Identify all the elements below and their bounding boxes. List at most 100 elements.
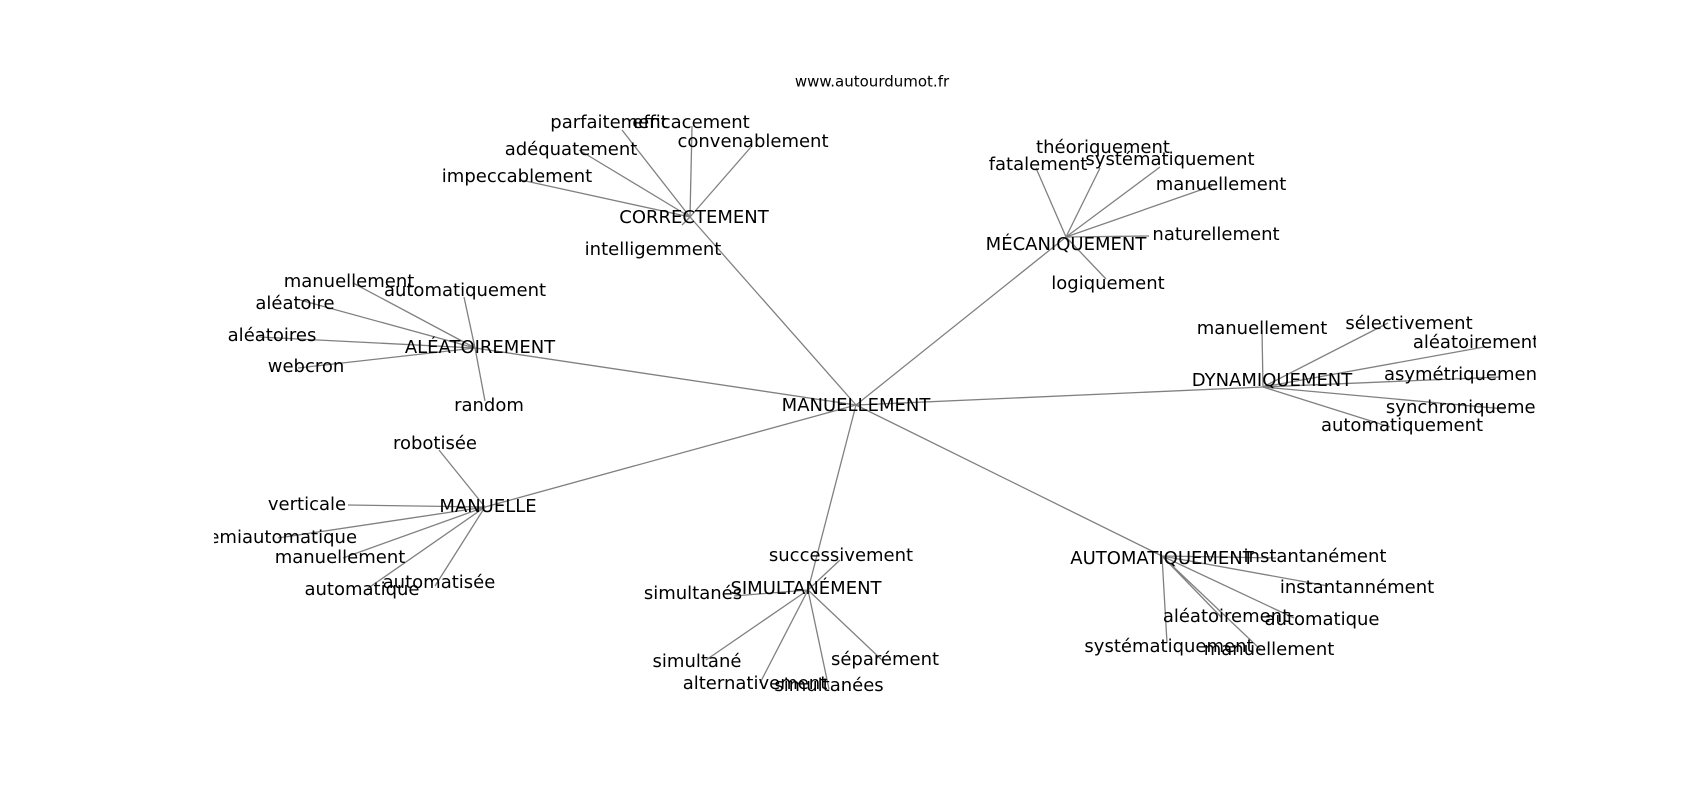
edge-leaf-0-2: [689, 146, 752, 218]
hub-label: ALÉATOIREMENT: [405, 336, 556, 358]
edge-leaf-6-1: [1161, 555, 1329, 587]
edge-leaf-4-3: [342, 506, 486, 559]
leaf-label: théoriquement: [1036, 137, 1170, 158]
leaf-label: naturellement: [1152, 224, 1279, 245]
center-label: MANUELLEMENT: [782, 395, 932, 416]
leaf-label: automatique: [1264, 609, 1379, 630]
leaf-label: séparément: [831, 649, 939, 670]
edge-leaf-6-3: [1161, 555, 1295, 619]
edge-leaf-5-5: [807, 589, 830, 690]
edge-center-5: [807, 404, 857, 591]
leaf-label: verticale: [268, 494, 346, 515]
edge-leaf-1-2: [1065, 166, 1161, 238]
edges: [258, 125, 1506, 690]
edge-leaf-3-1: [1262, 322, 1389, 388]
edge-leaf-3-5: [1262, 386, 1391, 428]
leaf-label: manuellement: [1156, 174, 1287, 195]
edge-leaf-4-5: [366, 506, 486, 590]
leaf-label: manuellement: [284, 271, 415, 292]
leaf-label: instantannément: [1280, 577, 1434, 598]
leaf-label: simultané: [653, 651, 742, 672]
edge-leaf-3-2: [1262, 346, 1485, 388]
leaf-label: automatisée: [383, 572, 496, 593]
leaf-label: manuellement: [1197, 318, 1328, 339]
edge-leaf-0-3: [578, 149, 691, 218]
leaf-label: aléatoire: [255, 293, 334, 314]
edge-leaf-1-4: [1065, 235, 1150, 238]
hub-label: DYNAMIQUEMENT: [1192, 370, 1354, 391]
leaf-label: impeccablement: [442, 166, 592, 187]
edge-leaf-2-5: [474, 347, 486, 402]
site-label: www.autourdumot.fr: [795, 73, 950, 91]
leaf-label: aléatoires: [228, 325, 317, 346]
leaf-label: robotisée: [393, 433, 477, 454]
leaf-label: automatiquement: [1321, 415, 1483, 436]
hub-label: MANUELLE: [439, 496, 536, 517]
edge-leaf-4-2: [277, 506, 486, 539]
edge-center-4: [484, 404, 857, 508]
leaf-label: instantanément: [1244, 546, 1387, 567]
leaf-label: asymétriquement: [1384, 364, 1544, 385]
edge-center-2: [474, 347, 857, 406]
edge-leaf-0-5: [681, 216, 691, 226]
edge-leaf-5-4: [759, 589, 809, 684]
leaf-label: systématiquement: [1085, 149, 1254, 170]
edge-leaf-4-4: [434, 506, 486, 587]
edge-leaf-0-0: [621, 129, 691, 218]
edge-leaf-1-1: [1035, 167, 1067, 238]
leaf-label: efficacement: [632, 112, 749, 133]
leaf-label: logiquement: [1051, 273, 1164, 294]
edge-leaf-5-3: [807, 589, 884, 662]
leaf-label: adéquatement: [505, 139, 638, 160]
edge-leaf-6-5: [1161, 555, 1262, 651]
edge-center-1: [855, 236, 1067, 406]
leaf-label: parfaitement: [550, 112, 667, 133]
edge-leaf-2-3: [258, 336, 476, 349]
edge-leaf-3-3: [1262, 376, 1501, 388]
edge-leaf-4-1: [347, 504, 486, 508]
edge-center-6: [855, 404, 1163, 557]
leaf-label: systématiquement: [1084, 636, 1253, 657]
edge-leaf-3-4: [1262, 386, 1506, 410]
leaf-label: simultanés: [644, 583, 742, 604]
leaf-label: alternativement: [683, 673, 828, 694]
hub-label: AUTOMATIQUEMENT: [1070, 548, 1254, 569]
leaf-label: convenablement: [677, 131, 828, 152]
leaf-label: intelligemment: [585, 239, 722, 260]
leaf-label: fatalement: [989, 154, 1088, 175]
leaf-label: simultanées: [774, 675, 883, 696]
edge-center-0: [689, 216, 857, 406]
leaf-label: aléatoirement: [1163, 606, 1289, 627]
leaf-label: aléatoirement: [1413, 332, 1539, 353]
leaf-label: webcron: [268, 356, 345, 377]
edge-leaf-0-4: [520, 179, 691, 218]
edge-leaf-1-0: [1065, 167, 1101, 238]
edge-leaf-2-1: [463, 296, 476, 349]
leaf-label: automatique: [304, 579, 419, 600]
edge-leaf-4-0: [438, 449, 486, 508]
edge-center-3: [855, 386, 1264, 406]
edge-leaf-5-0: [807, 559, 841, 591]
hub-label: CORRECTEMENT: [619, 207, 769, 228]
edge-leaf-6-4: [1161, 555, 1168, 644]
leaf-label: manuellement: [275, 547, 406, 568]
edge-leaf-2-2: [299, 299, 476, 349]
leaf-label: sélectivement: [1345, 313, 1472, 334]
leaf-label: random: [454, 395, 524, 416]
edge-leaf-2-0: [352, 282, 476, 349]
leaf-label: semiautomatique: [199, 527, 357, 548]
edge-leaf-2-4: [297, 347, 476, 369]
edge-leaf-6-0: [1161, 555, 1277, 559]
edge-leaf-5-2: [705, 589, 809, 661]
edge-leaf-3-0: [1261, 329, 1264, 388]
edge-leaf-1-3: [1065, 185, 1213, 238]
leaf-label: automatiquement: [384, 280, 546, 301]
edge-leaf-0-1: [689, 125, 693, 218]
leaf-label: successivement: [769, 545, 913, 566]
hub-label: MÉCANIQUEMENT: [986, 233, 1148, 255]
leaf-label: manuellement: [1204, 639, 1335, 660]
leaf-label: synchroniquement: [1386, 397, 1554, 418]
hub-label: SIMULTANÉMENT: [730, 577, 882, 599]
